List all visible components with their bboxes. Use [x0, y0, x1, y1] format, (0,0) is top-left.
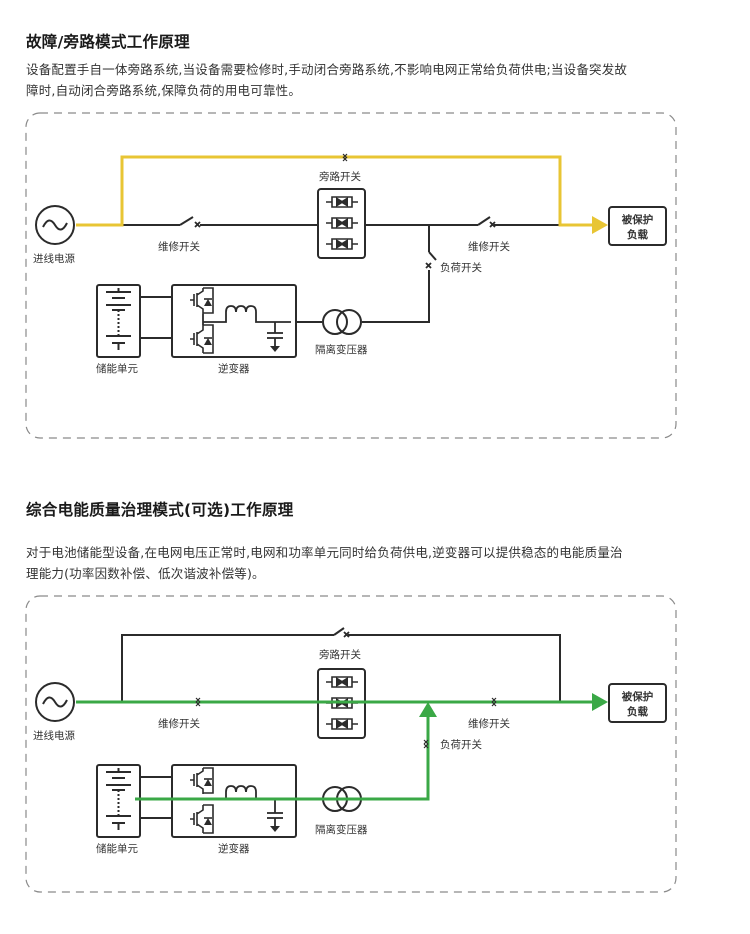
label-storage: 储能单元: [96, 842, 138, 855]
label-inverter: 逆变器: [218, 362, 250, 375]
thyristor-icon: [326, 217, 358, 229]
section1-desc-line1: 设备配置手自一体旁路系统,当设备需要检修时,手动闭合旁路系统,不影响电网正常给负…: [26, 62, 628, 77]
maint-switch-right: [477, 216, 496, 228]
inverter-block: [171, 284, 297, 358]
maint-switch-left-closed-icon: [195, 697, 201, 707]
section2-description: 对于电池储能型设备,在电网电压正常时,电网和功率单元同时给负荷供电,逆变器可以提…: [26, 542, 706, 584]
label-bypass-switch: 旁路开关: [319, 648, 361, 661]
load-switch: [425, 251, 437, 269]
thyristor-icon: [326, 238, 358, 250]
capacitor-icon: [267, 322, 283, 352]
igbt-icon: [190, 324, 214, 354]
highlight-bypass-path: [76, 155, 594, 227]
energy-storage-battery: [96, 284, 141, 358]
section2-desc-line2: 理能力(功率因数补偿、低次谐波补偿等)。: [26, 566, 265, 581]
label-maint-switch-right: 维修开关: [468, 240, 510, 253]
label-source: 进线电源: [33, 729, 75, 742]
bypass-mode-diagram: 进线电源 维修开关 旁路开关 维修开关 负荷开关 被保护 负载: [25, 112, 677, 439]
inductor-icon: [202, 305, 291, 325]
thyristor-icon: [326, 196, 358, 208]
bypass-switch-block: [317, 188, 366, 259]
highlight-power-path: [76, 700, 594, 801]
switch-contact-icon: [425, 262, 432, 269]
arrow-up-to-bus-icon: [419, 702, 437, 717]
switch-contact-icon: [194, 221, 201, 228]
energy-storage-battery: [96, 764, 141, 838]
label-transformer: 隔离变压器: [315, 823, 368, 836]
section1-desc-line2: 障时,自动闭合旁路系统,保障负荷的用电可靠性。: [26, 83, 302, 98]
switch-contact-icon: [489, 221, 496, 228]
label-transformer: 隔离变压器: [315, 343, 368, 356]
isolation-transformer-icon: [322, 309, 362, 335]
label-load-line1: 被保护: [622, 213, 654, 226]
label-maint-switch-left: 维修开关: [158, 717, 200, 730]
bypass-wire: [121, 634, 334, 702]
thyristor-icon: [326, 718, 358, 730]
label-inverter: 逆变器: [218, 842, 250, 855]
protected-load-box: 被保护 负载: [608, 206, 667, 246]
igbt-icon: [190, 767, 214, 794]
bypass-switch-open: [333, 627, 350, 638]
inductor-icon: [225, 785, 257, 799]
diagram-frame: [25, 595, 677, 893]
label-load-line1: 被保护: [622, 690, 654, 703]
diagram-frame: [25, 112, 677, 439]
maint-switch-right-closed-icon: [491, 697, 497, 707]
switch-blade-icon: [477, 216, 491, 226]
igbt-icon: [190, 804, 214, 834]
wiring: [121, 634, 561, 819]
bypass-wire: [348, 634, 561, 702]
label-bypass-switch: 旁路开关: [319, 170, 361, 183]
ac-source-icon: [35, 682, 75, 722]
label-storage: 储能单元: [96, 362, 138, 375]
bypass-breaker-icon: [342, 153, 348, 162]
load-switch-closed-icon: [423, 739, 429, 749]
label-source: 进线电源: [33, 252, 75, 265]
switch-blade-icon: [179, 216, 194, 226]
switch-blade-icon: [428, 251, 437, 261]
wiring: [122, 224, 560, 339]
label-load-line2: 负载: [627, 228, 648, 241]
label-maint-switch-left: 维修开关: [158, 240, 200, 253]
section1-description: 设备配置手自一体旁路系统,当设备需要检修时,手动闭合旁路系统,不影响电网正常给负…: [26, 59, 706, 101]
arrow-to-load-icon: [592, 693, 608, 711]
power-quality-mode-diagram: 储能单元 逆变器 隔离变压器: [25, 595, 677, 893]
ac-source-icon: [35, 205, 75, 245]
inverter-block: [171, 764, 297, 838]
capacitor-icon: [267, 799, 283, 832]
switch-contact-icon: [343, 631, 350, 638]
maint-switch-left: [179, 216, 201, 228]
section2-desc-line1: 对于电池储能型设备,在电网电压正常时,电网和功率单元同时给负荷供电,逆变器可以提…: [26, 545, 623, 560]
label-load-switch: 负荷开关: [440, 261, 482, 274]
label-load-line2: 负载: [627, 705, 648, 718]
label-load-switch: 负荷开关: [440, 738, 482, 751]
section2-title: 综合电能质量治理模式(可选)工作原理: [26, 501, 294, 519]
arrow-to-load-icon: [592, 216, 608, 234]
switch-blade-icon: [333, 627, 345, 636]
bypass-path-line: [76, 155, 594, 227]
label-maint-switch-right: 维修开关: [468, 717, 510, 730]
thyristor-icon: [326, 676, 358, 688]
igbt-icon: [190, 287, 214, 314]
inverter-power-line: [135, 715, 430, 801]
load-branch-wire: [362, 270, 430, 323]
section1-title: 故障/旁路模式工作原理: [26, 33, 190, 51]
protected-load-box: 被保护 负载: [608, 683, 667, 723]
